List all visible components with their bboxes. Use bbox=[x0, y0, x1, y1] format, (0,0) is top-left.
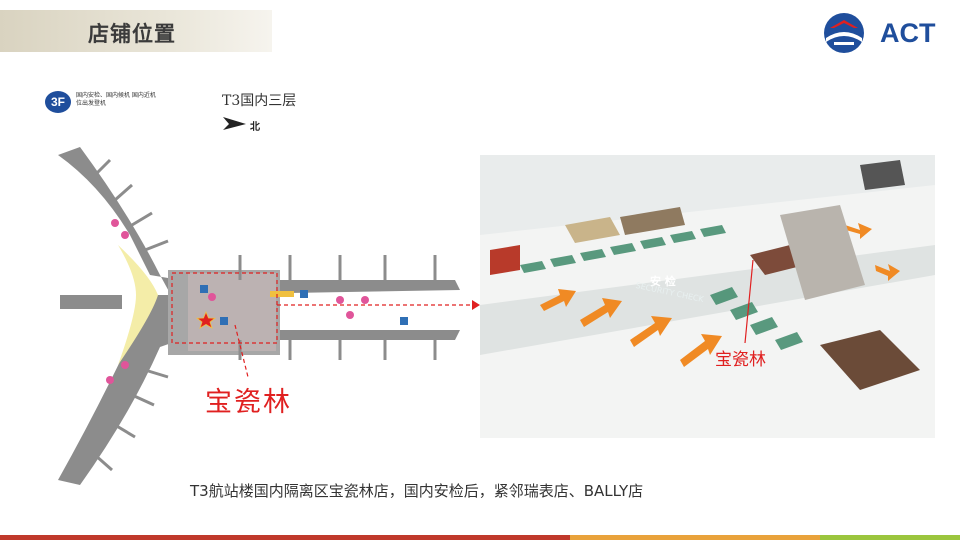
bottom-bar-orange bbox=[570, 535, 820, 540]
map-title: T3国内三层 bbox=[222, 93, 297, 109]
terminal-map bbox=[58, 147, 480, 485]
store-pointer-line bbox=[744, 259, 754, 344]
slide-title: 店铺位置 bbox=[88, 22, 176, 46]
highlight-zone bbox=[171, 272, 478, 378]
bottom-color-bar bbox=[0, 535, 960, 540]
bottom-bar-green bbox=[820, 535, 960, 540]
caption: T3航站楼国内隔离区宝瓷林店，国内安检后，紧邻瑞表店、BALLY店 bbox=[190, 482, 644, 500]
star-icon bbox=[195, 310, 217, 329]
title-band: 店铺位置 bbox=[0, 10, 272, 52]
north-label: 北 bbox=[250, 122, 260, 133]
floor-description: 国内安检、国内候机 国内近机位出发登机 bbox=[76, 92, 156, 107]
shop-blocks bbox=[490, 160, 920, 390]
act-logo-icon bbox=[824, 13, 864, 53]
store-label-map: 宝瓷林 bbox=[205, 387, 292, 418]
terminal-3d-render bbox=[480, 155, 935, 438]
security-lanes bbox=[520, 225, 803, 350]
floor-badge: 3F bbox=[45, 91, 71, 113]
shop-markers bbox=[106, 219, 408, 384]
north-arrow-icon bbox=[223, 117, 246, 130]
highlight-arrowhead bbox=[472, 300, 480, 310]
store-label-photo: 宝瓷林 bbox=[715, 350, 766, 370]
bottom-bar-red bbox=[0, 535, 570, 540]
north-indicator: 北 bbox=[222, 115, 282, 135]
logo-text: ACT bbox=[880, 18, 936, 48]
gates-upper bbox=[93, 158, 437, 472]
security-label: 安 检 bbox=[650, 275, 676, 288]
act-logo: ACT bbox=[820, 12, 945, 56]
